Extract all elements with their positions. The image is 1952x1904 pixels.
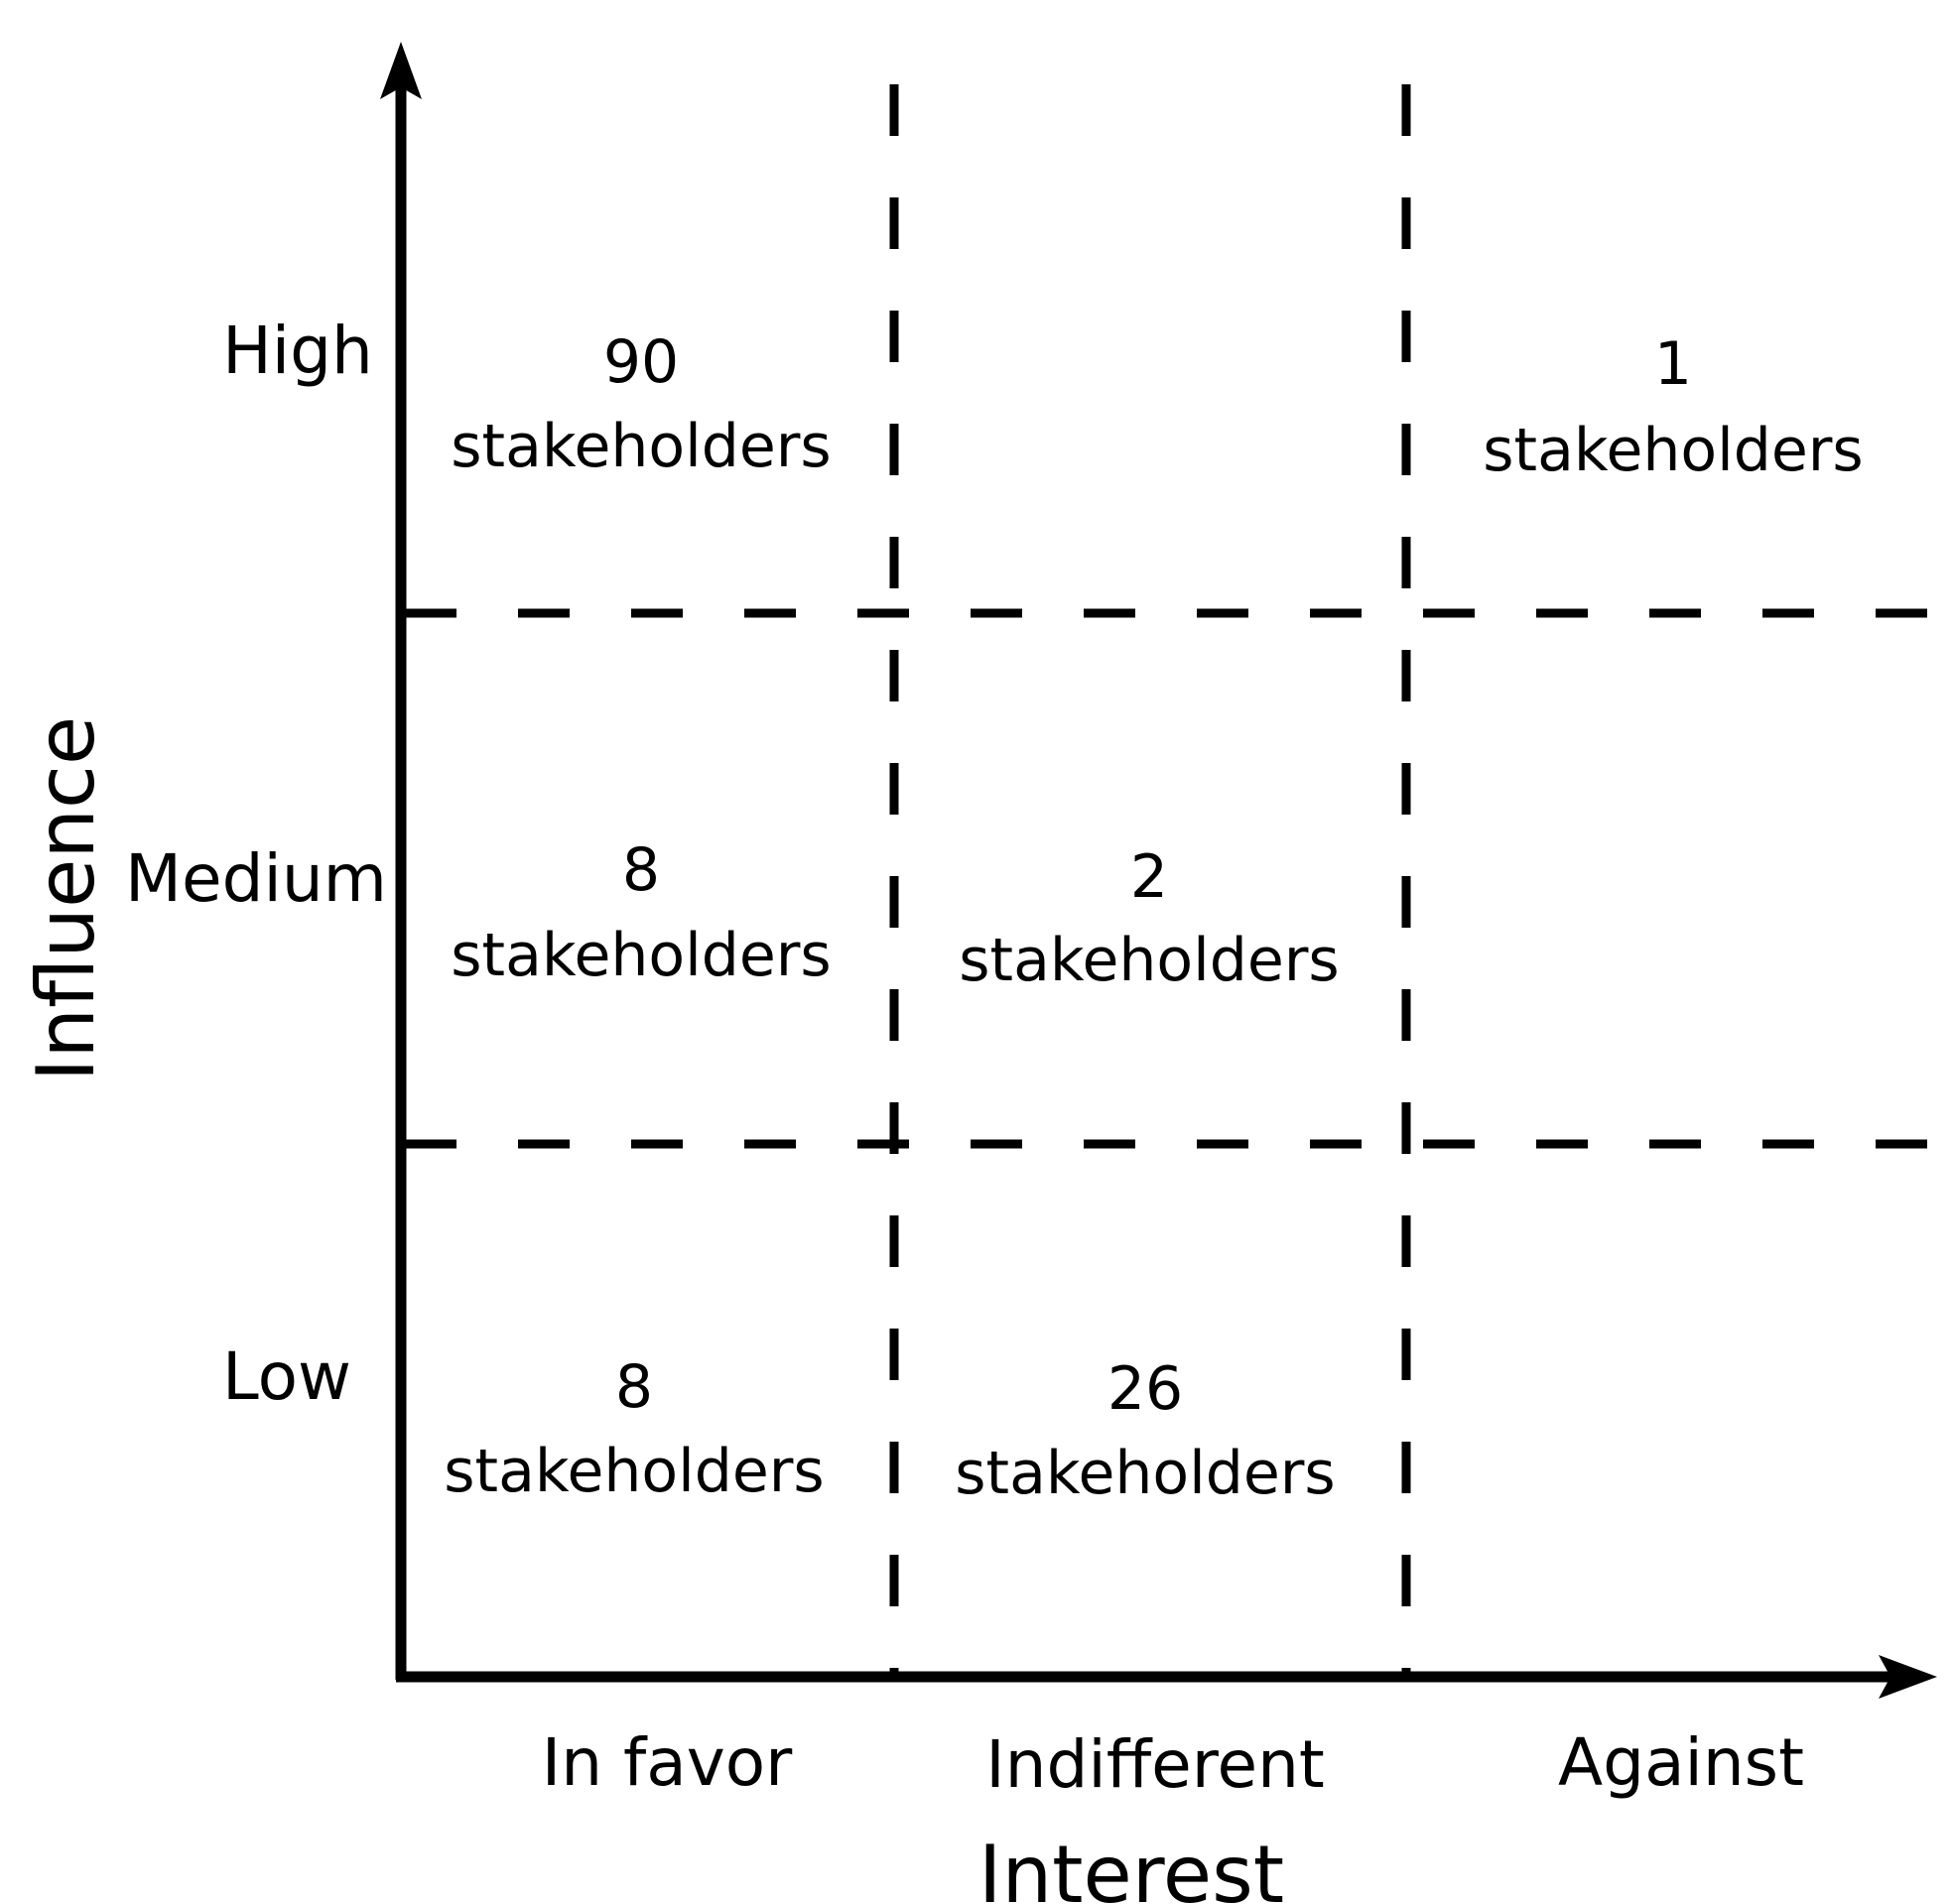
cell-medium-indifferent-unit: stakeholders	[959, 926, 1339, 995]
cell-medium-in-favor-unit: stakeholders	[451, 921, 831, 990]
x-level-in-favor: In favor	[542, 1724, 793, 1801]
x-level-against: Against	[1558, 1724, 1804, 1801]
cell-high-against-unit: stakeholders	[1483, 416, 1863, 485]
x-axis-arrow-icon	[1879, 1655, 1937, 1699]
y-level-low: Low	[222, 1338, 351, 1415]
y-axis-title: Influence	[20, 716, 112, 1082]
y-axis-arrow-icon	[380, 42, 422, 99]
cell-medium-indifferent-count: 2	[1130, 842, 1168, 912]
y-level-high: High	[222, 313, 373, 389]
cell-high-against-count: 1	[1654, 329, 1692, 399]
cell-medium-in-favor-count: 8	[622, 835, 660, 905]
cell-high-in-favor-unit: stakeholders	[451, 412, 831, 481]
cell-high-in-favor-count: 90	[603, 327, 679, 397]
cell-low-in-favor-unit: stakeholders	[444, 1437, 824, 1506]
x-level-indifferent: Indifferent	[985, 1726, 1325, 1803]
cell-low-in-favor-count: 8	[615, 1352, 653, 1422]
cell-low-indifferent-count: 26	[1107, 1354, 1183, 1424]
cell-low-indifferent-unit: stakeholders	[955, 1439, 1335, 1508]
y-level-medium: Medium	[125, 840, 387, 917]
x-axis-title: Interest	[978, 1829, 1284, 1904]
